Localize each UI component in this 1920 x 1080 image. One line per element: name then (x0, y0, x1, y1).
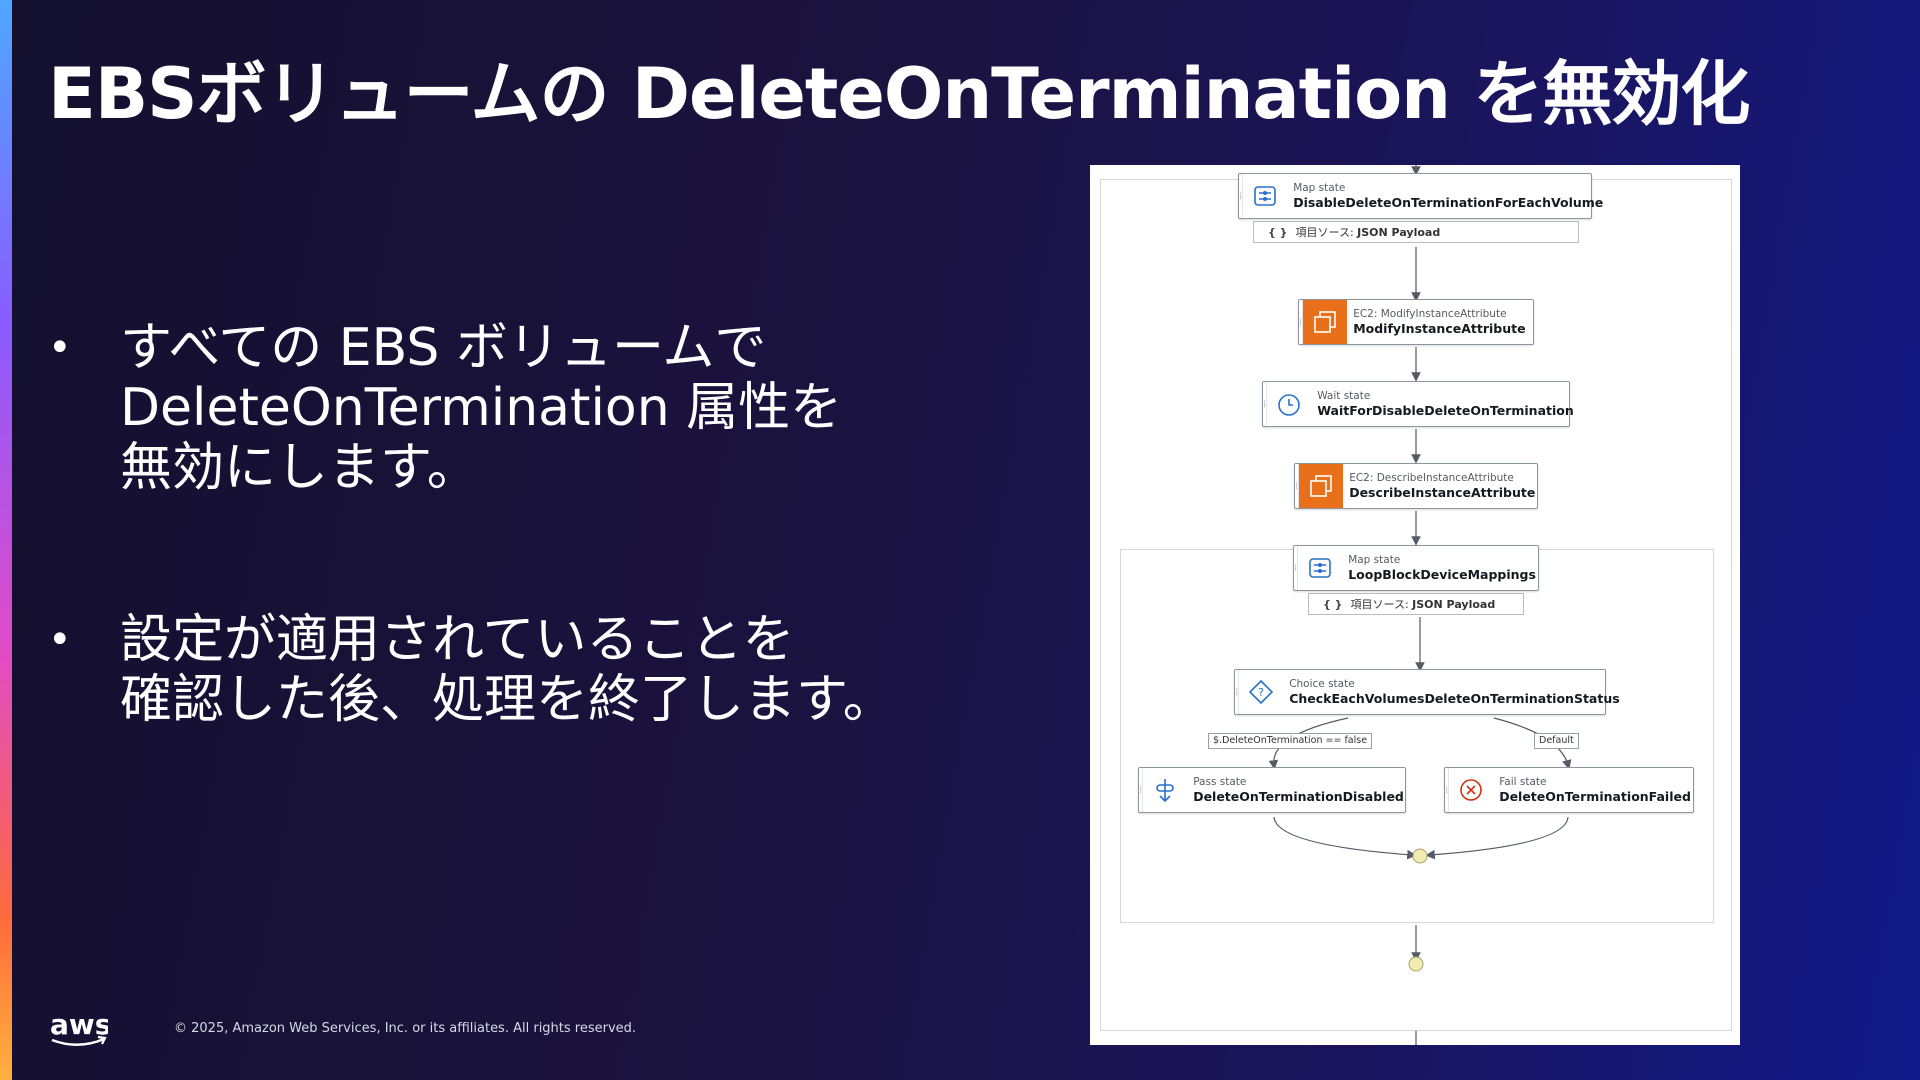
join-point (1412, 848, 1428, 864)
workflow-node-fail[interactable]: ⁞ Fail state DeleteOnTerminationFailed (1444, 767, 1694, 813)
node-name: DeleteOnTerminationFailed (1499, 789, 1691, 804)
workflow-diagram: ⁞ Map state DisableDeleteOnTerminationFo… (1090, 165, 1740, 1045)
node-kind: Pass state (1193, 776, 1247, 788)
drag-handle-icon[interactable]: ⁞ (1295, 464, 1300, 508)
node-name: LoopBlockDeviceMappings (1348, 567, 1536, 582)
svg-text:?: ? (1258, 686, 1264, 699)
workflow-node-wait[interactable]: ⁞ Wait state WaitForDisableDeleteOnTermi… (1262, 381, 1574, 427)
node-kind: Wait state (1317, 390, 1371, 402)
fail-icon (1449, 768, 1493, 812)
node-name: ModifyInstanceAttribute (1353, 321, 1526, 336)
node-name: DeleteOnTerminationDisabled (1193, 789, 1404, 804)
wait-icon (1267, 382, 1311, 426)
bullet-line: 確認した後、処理を終了します。 (120, 670, 895, 730)
node-kind: Choice state (1289, 678, 1355, 690)
node-name: CheckEachVolumesDeleteOnTerminationStatu… (1289, 691, 1620, 706)
node-kind: Fail state (1499, 776, 1547, 788)
drag-handle-icon[interactable]: ⁞ (1445, 768, 1450, 812)
bullet-line: 無効にします。 (120, 438, 479, 498)
workflow-node-map-inner[interactable]: ⁞ Map state LoopBlockDeviceMappings (1293, 545, 1539, 591)
accent-edge-bar (0, 0, 12, 1080)
item-source-value: JSON Payload (1412, 597, 1496, 611)
bullet-line: すべての EBS ボリュームで (120, 318, 767, 378)
ec2-icon (1299, 464, 1344, 508)
map-icon (1298, 546, 1342, 590)
bullet-dot: • (48, 617, 72, 663)
item-source-prefix: 項目ソース: (1295, 226, 1354, 239)
node-name: DisableDeleteOnTerminationForEachVolume (1293, 195, 1604, 210)
item-source-badge: { } 項目ソース: JSON Payload (1308, 593, 1524, 615)
item-source-badge: { } 項目ソース: JSON Payload (1253, 221, 1579, 243)
edge-label-default: Default (1534, 733, 1579, 749)
drag-handle-icon[interactable]: ⁞ (1239, 174, 1244, 218)
bullet-list: • すべての EBS ボリュームで DeleteOnTermination 属性… (48, 318, 988, 842)
drag-handle-icon[interactable]: ⁞ (1139, 768, 1144, 812)
bullet-line: DeleteOnTermination 属性を (120, 378, 843, 438)
workflow-node-choice[interactable]: ⁞ ? Choice state CheckEachVolumesDeleteO… (1234, 669, 1620, 715)
item-source-prefix: 項目ソース: (1350, 598, 1409, 611)
workflow-node-pass[interactable]: ⁞ Pass state DeleteOnTerminationDisabled (1138, 767, 1406, 813)
node-kind: Map state (1348, 554, 1401, 566)
slide-title: EBSボリュームの DeleteOnTermination を無効化 (48, 53, 1750, 135)
node-kind: Map state (1293, 182, 1346, 194)
braces-icon: { } (1323, 597, 1343, 611)
bullet-line: 設定が適用されていることを (120, 610, 795, 670)
edge-label-condition: $.DeleteOnTermination == false (1208, 733, 1373, 749)
pass-icon (1143, 768, 1187, 812)
workflow-node-describe[interactable]: ⁞ EC2: DescribeInstanceAttribute Describ… (1294, 463, 1538, 509)
ec2-icon (1303, 300, 1348, 344)
map-icon (1243, 174, 1287, 218)
node-name: DescribeInstanceAttribute (1349, 485, 1536, 500)
aws-logo: aws (50, 1010, 108, 1046)
drag-handle-icon[interactable]: ⁞ (1235, 670, 1240, 714)
workflow-node-modify[interactable]: ⁞ EC2: ModifyInstanceAttribute ModifyIns… (1298, 299, 1534, 345)
braces-icon: { } (1268, 225, 1288, 239)
node-name: WaitForDisableDeleteOnTermination (1317, 403, 1574, 418)
node-kind: EC2: ModifyInstanceAttribute (1353, 308, 1507, 320)
end-point (1408, 956, 1424, 972)
bullet-item: • 設定が適用されていることを 確認した後、処理を終了します。 (48, 610, 988, 730)
aws-logo-text: aws (50, 1010, 108, 1041)
node-kind: EC2: DescribeInstanceAttribute (1349, 472, 1514, 484)
drag-handle-icon[interactable]: ⁞ (1263, 382, 1268, 426)
bullet-item: • すべての EBS ボリュームで DeleteOnTermination 属性… (48, 318, 988, 498)
bullet-dot: • (48, 325, 72, 371)
drag-handle-icon[interactable]: ⁞ (1299, 300, 1304, 344)
drag-handle-icon[interactable]: ⁞ (1294, 546, 1299, 590)
copyright-notice: © 2025, Amazon Web Services, Inc. or its… (174, 1021, 637, 1036)
item-source-value: JSON Payload (1357, 225, 1441, 239)
choice-icon: ? (1239, 670, 1283, 714)
workflow-node-map-outer[interactable]: ⁞ Map state DisableDeleteOnTerminationFo… (1238, 173, 1603, 219)
